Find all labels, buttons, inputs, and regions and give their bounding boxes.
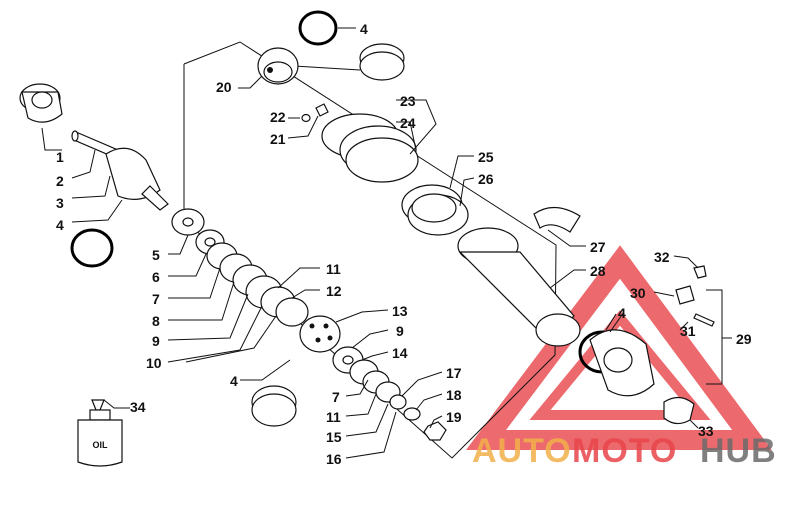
label-4-left: 4 [56,217,64,233]
label-9-left: 9 [152,333,160,349]
piston-valve-stack [171,208,447,441]
label-11-bottom: 11 [326,409,341,425]
label-5: 5 [152,247,160,263]
label-27: 27 [590,239,606,255]
part-31-pin [693,313,715,327]
part-labels: 1 2 3 4 5 6 7 8 9 10 11 12 13 9 14 4 7 1… [56,21,752,467]
label-28: 28 [590,263,606,279]
part-25-26-adjuster-nuts [401,184,469,236]
part-29-lower-mount [589,329,655,397]
part-22-small-o-ring [301,113,311,123]
label-26: 26 [478,171,494,187]
label-31: 31 [680,323,696,339]
label-18: 18 [446,387,462,403]
watermark-triangle-logo [465,245,772,450]
watermark-moto: MOTO [572,432,677,470]
part-1-bushing [19,83,63,123]
part-33-bushing [663,396,695,425]
part-28-spring-body [457,227,581,347]
part-23-24-bladder-rings [321,113,419,183]
part-4-o-ring-left [70,228,114,268]
label-19: 19 [446,409,462,425]
part-3-rod-end [105,147,169,211]
part-4-band-ring-lower [251,385,297,427]
label-8: 8 [152,313,160,329]
part-27-clip [533,206,581,233]
part-20-seal-head [257,47,299,85]
label-22: 22 [270,109,286,125]
label-11-top: 11 [326,261,341,277]
part-30-valve-cap [675,285,695,305]
label-4-top: 4 [360,21,368,37]
label-30: 30 [630,285,646,301]
label-20: 20 [216,79,232,95]
watermark-text: AUTO MOTO HUB [472,432,777,470]
label-21: 21 [270,131,286,147]
label-15: 15 [326,429,342,445]
label-10: 10 [146,355,162,371]
label-3: 3 [56,195,64,211]
part-2-piston-rod [71,130,119,159]
oil-bottle: OIL [77,399,123,467]
label-7-right: 7 [332,389,340,405]
part-21-valve [315,103,329,117]
label-33: 33 [698,423,714,439]
label-12: 12 [326,283,342,299]
oil-bottle-label: OIL [93,440,109,450]
label-14: 14 [392,345,408,361]
label-29: 29 [736,331,752,347]
label-17: 17 [446,365,462,381]
part-4-band-ring-top [359,43,405,81]
part-4-o-ring-top [298,10,338,46]
label-7-left: 7 [152,291,160,307]
watermark-hub: HUB [700,432,777,470]
label-6: 6 [152,269,160,285]
part-32-bolt [693,265,707,279]
label-4-right: 4 [618,305,626,321]
label-9-right: 9 [396,323,404,339]
label-1: 1 [56,149,64,165]
label-13: 13 [392,303,408,319]
label-2: 2 [56,173,64,189]
label-4-lower: 4 [230,373,238,389]
label-23: 23 [400,93,416,109]
label-24: 24 [400,115,416,131]
watermark-auto: AUTO [472,432,572,470]
label-32: 32 [654,249,670,265]
label-16: 16 [326,451,342,467]
label-34: 34 [130,399,146,415]
label-25: 25 [478,149,494,165]
